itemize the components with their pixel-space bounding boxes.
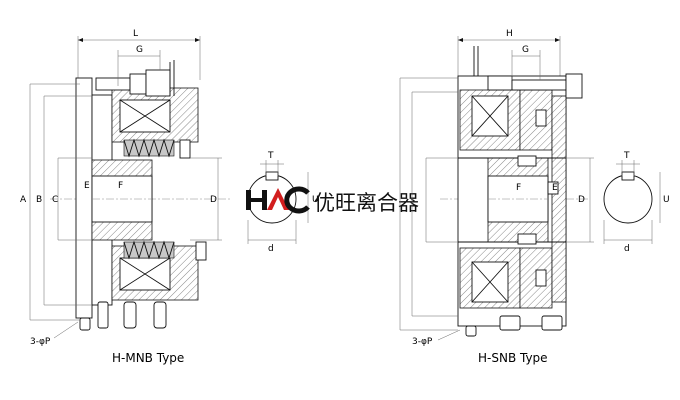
bolt-note-right: 3-φP: [412, 337, 433, 347]
dim-E: E: [84, 181, 90, 191]
h-snb-drawing: [399, 36, 594, 341]
keyway-right-d: d: [624, 244, 630, 254]
dim-F: F: [118, 181, 123, 191]
caption-h-snb: H-SNB Type: [478, 351, 548, 365]
keyway-right-drawing: [603, 160, 661, 244]
keyway-right-U: U: [663, 195, 670, 205]
keyway-left-drawing: [247, 160, 309, 244]
dim-G: G: [136, 45, 143, 55]
keyway-left-labels: T U d: [267, 151, 319, 254]
dim-D-right: D: [578, 195, 585, 205]
dim-C: C: [52, 195, 58, 205]
dim-D: D: [210, 195, 217, 205]
caption-h-mnb: H-MNB Type: [112, 351, 184, 365]
dim-F-right: F: [516, 183, 521, 193]
h-snb-labels: H G E F D 3-φP H-SNB Type: [412, 29, 585, 365]
keyway-right-labels: T U d: [623, 151, 670, 254]
keyway-right-T: T: [623, 151, 630, 161]
dim-L: L: [133, 29, 138, 39]
keyway-left-T: T: [267, 151, 274, 161]
dim-A: A: [20, 195, 27, 205]
dim-G-right: G: [522, 45, 529, 55]
hac-logo: 优旺离合器: [246, 186, 419, 215]
h-mnb-drawing: [29, 36, 232, 339]
logo-text: 优旺离合器: [314, 191, 419, 215]
dim-B: B: [36, 195, 42, 205]
h-mnb-labels: L G A B C E F D 3-φP H-MNB Type: [20, 29, 217, 365]
dim-E-right: E: [552, 183, 558, 193]
keyway-left-U: U: [312, 195, 319, 205]
dim-H: H: [506, 29, 513, 39]
bolt-note-left: 3-φP: [30, 337, 51, 347]
keyway-left-d: d: [268, 244, 274, 254]
